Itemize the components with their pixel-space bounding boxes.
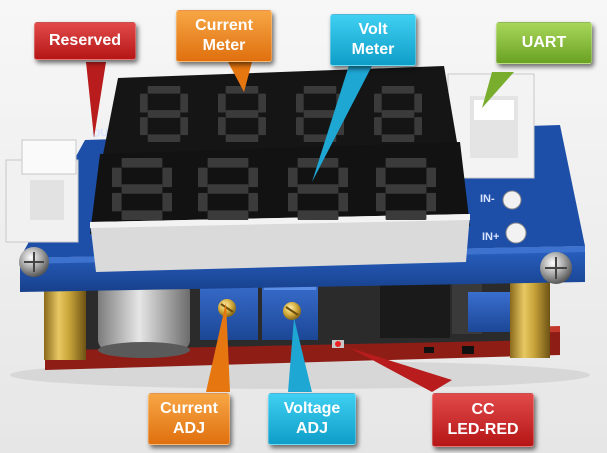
uart-label: UART bbox=[521, 34, 567, 51]
corner-screws bbox=[19, 247, 572, 284]
volt-meter-digit bbox=[376, 158, 436, 220]
uart-callout: UART bbox=[496, 22, 592, 64]
reserved-label: Reserved bbox=[48, 32, 122, 49]
silk-in-plus: IN+ bbox=[482, 231, 499, 243]
current-meter-label-line2: Meter bbox=[202, 37, 246, 54]
current-meter-digit bbox=[218, 86, 266, 142]
reserved-connector bbox=[5, 139, 79, 243]
current-meter-digit bbox=[140, 86, 188, 142]
current-adj-label-line1: Current bbox=[160, 400, 218, 417]
volt-meter-digit bbox=[112, 158, 172, 220]
silk-in-minus: IN- bbox=[480, 193, 495, 205]
callout-pointers bbox=[86, 62, 514, 392]
volt-meter-digits bbox=[112, 158, 436, 220]
current-adj-label-line2: ADJ bbox=[172, 420, 205, 437]
volt-meter-label-line2: Meter bbox=[351, 41, 395, 58]
reserved-callout: Reserved bbox=[34, 22, 136, 60]
volt-meter-digit bbox=[288, 158, 348, 220]
volt-meter-display bbox=[90, 142, 470, 272]
voltage-adj-label-line2: ADJ bbox=[295, 420, 328, 437]
current-adj-callout: Current ADJ bbox=[148, 393, 230, 445]
current-meter-digit bbox=[374, 86, 422, 142]
cc-led-callout: CC LED-RED bbox=[432, 393, 534, 447]
current-meter-callout: Current Meter bbox=[176, 10, 272, 62]
voltage-adj-callout: Voltage ADJ bbox=[268, 393, 356, 445]
voltage-adj-label-line1: Voltage bbox=[283, 400, 341, 417]
volt-meter-label-line1: Volt bbox=[358, 21, 388, 38]
cc-led-label-line2: LED-RED bbox=[447, 421, 519, 438]
electrolytic-capacitor bbox=[98, 282, 190, 358]
volt-meter-digit bbox=[198, 158, 258, 220]
cc-led bbox=[335, 341, 341, 347]
volt-meter-callout: Volt Meter bbox=[330, 14, 416, 66]
current-meter-label-line1: Current bbox=[195, 17, 253, 34]
cc-led-label-line1: CC bbox=[471, 401, 495, 418]
